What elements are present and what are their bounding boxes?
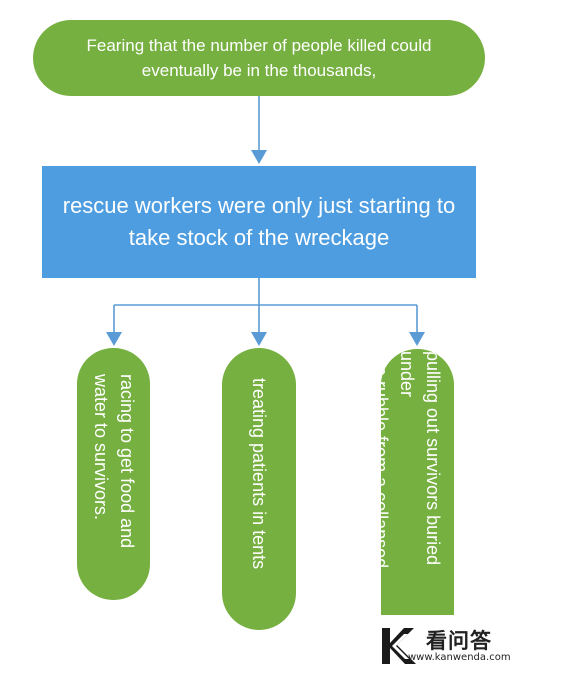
top-node: Fearing that the number of people killed…: [33, 20, 485, 96]
watermark-url: www.kanwenda.com: [408, 652, 511, 663]
center-node-text: rescue workers were only just starting t…: [62, 193, 456, 250]
arrowhead-to-leaf-middle: [251, 332, 267, 346]
leaf-node-pulling-survivors: pulling out survivors buried under the r…: [381, 349, 454, 615]
arrowhead-to-leaf-left: [106, 332, 122, 346]
watermark: 看问答 www.kanwenda.com: [372, 622, 532, 668]
center-node: rescue workers were only just starting t…: [42, 166, 476, 278]
kanwenda-logo-icon: [382, 628, 416, 664]
arrowhead-to-center: [251, 150, 267, 164]
watermark-title: 看问答: [426, 629, 492, 653]
top-node-text: Fearing that the number of people killed…: [86, 36, 432, 80]
leaf-node-treating-patients: treating patients in tents: [222, 348, 296, 630]
leaf-node-food-water: racing to get food and water to survivor…: [77, 348, 150, 600]
arrowhead-to-leaf-right: [409, 332, 425, 346]
